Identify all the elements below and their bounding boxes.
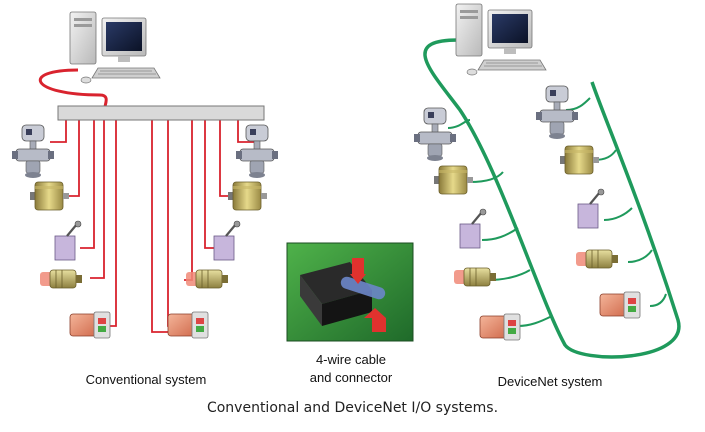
valve-icon (235, 124, 279, 179)
sensor-can-icon (29, 181, 70, 211)
figure-caption: Conventional and DeviceNet I/O systems. (206, 400, 499, 416)
valve-icon (413, 107, 457, 162)
proximity-sensor-icon (453, 267, 497, 287)
sensor-can-icon (559, 145, 600, 175)
computer-icon (69, 11, 161, 84)
cable-label-line2: and connector (309, 370, 393, 385)
valve-icon (11, 124, 55, 179)
valve-icon (535, 85, 579, 140)
sensor-can-icon (227, 181, 268, 211)
cable-label-line1: 4-wire cable (315, 352, 387, 367)
proximity-sensor-icon (39, 269, 83, 289)
photo-eye-icon (69, 311, 111, 339)
photo-eye-icon (479, 313, 521, 341)
limit-switch-icon (576, 187, 606, 230)
devicenet-trunk (423, 38, 681, 359)
proximity-sensor-icon (575, 249, 619, 269)
limit-switch-icon (53, 219, 83, 262)
conventional-wiring (50, 120, 256, 333)
devicenet-system (413, 3, 681, 359)
connector-photo (286, 242, 414, 342)
conventional-network-cable (38, 68, 108, 108)
photo-eye-icon (167, 311, 209, 339)
terminal-block (57, 105, 265, 121)
photo-eye-icon (599, 291, 641, 319)
computer-icon (455, 3, 547, 76)
conventional-system-label: Conventional system (85, 372, 207, 387)
limit-switch-icon (212, 219, 242, 262)
conventional-system (11, 11, 279, 339)
proximity-sensor-icon (185, 269, 229, 289)
sensor-can-icon (433, 165, 474, 195)
devicenet-system-label: DeviceNet system (497, 374, 603, 389)
limit-switch-icon (458, 207, 488, 250)
